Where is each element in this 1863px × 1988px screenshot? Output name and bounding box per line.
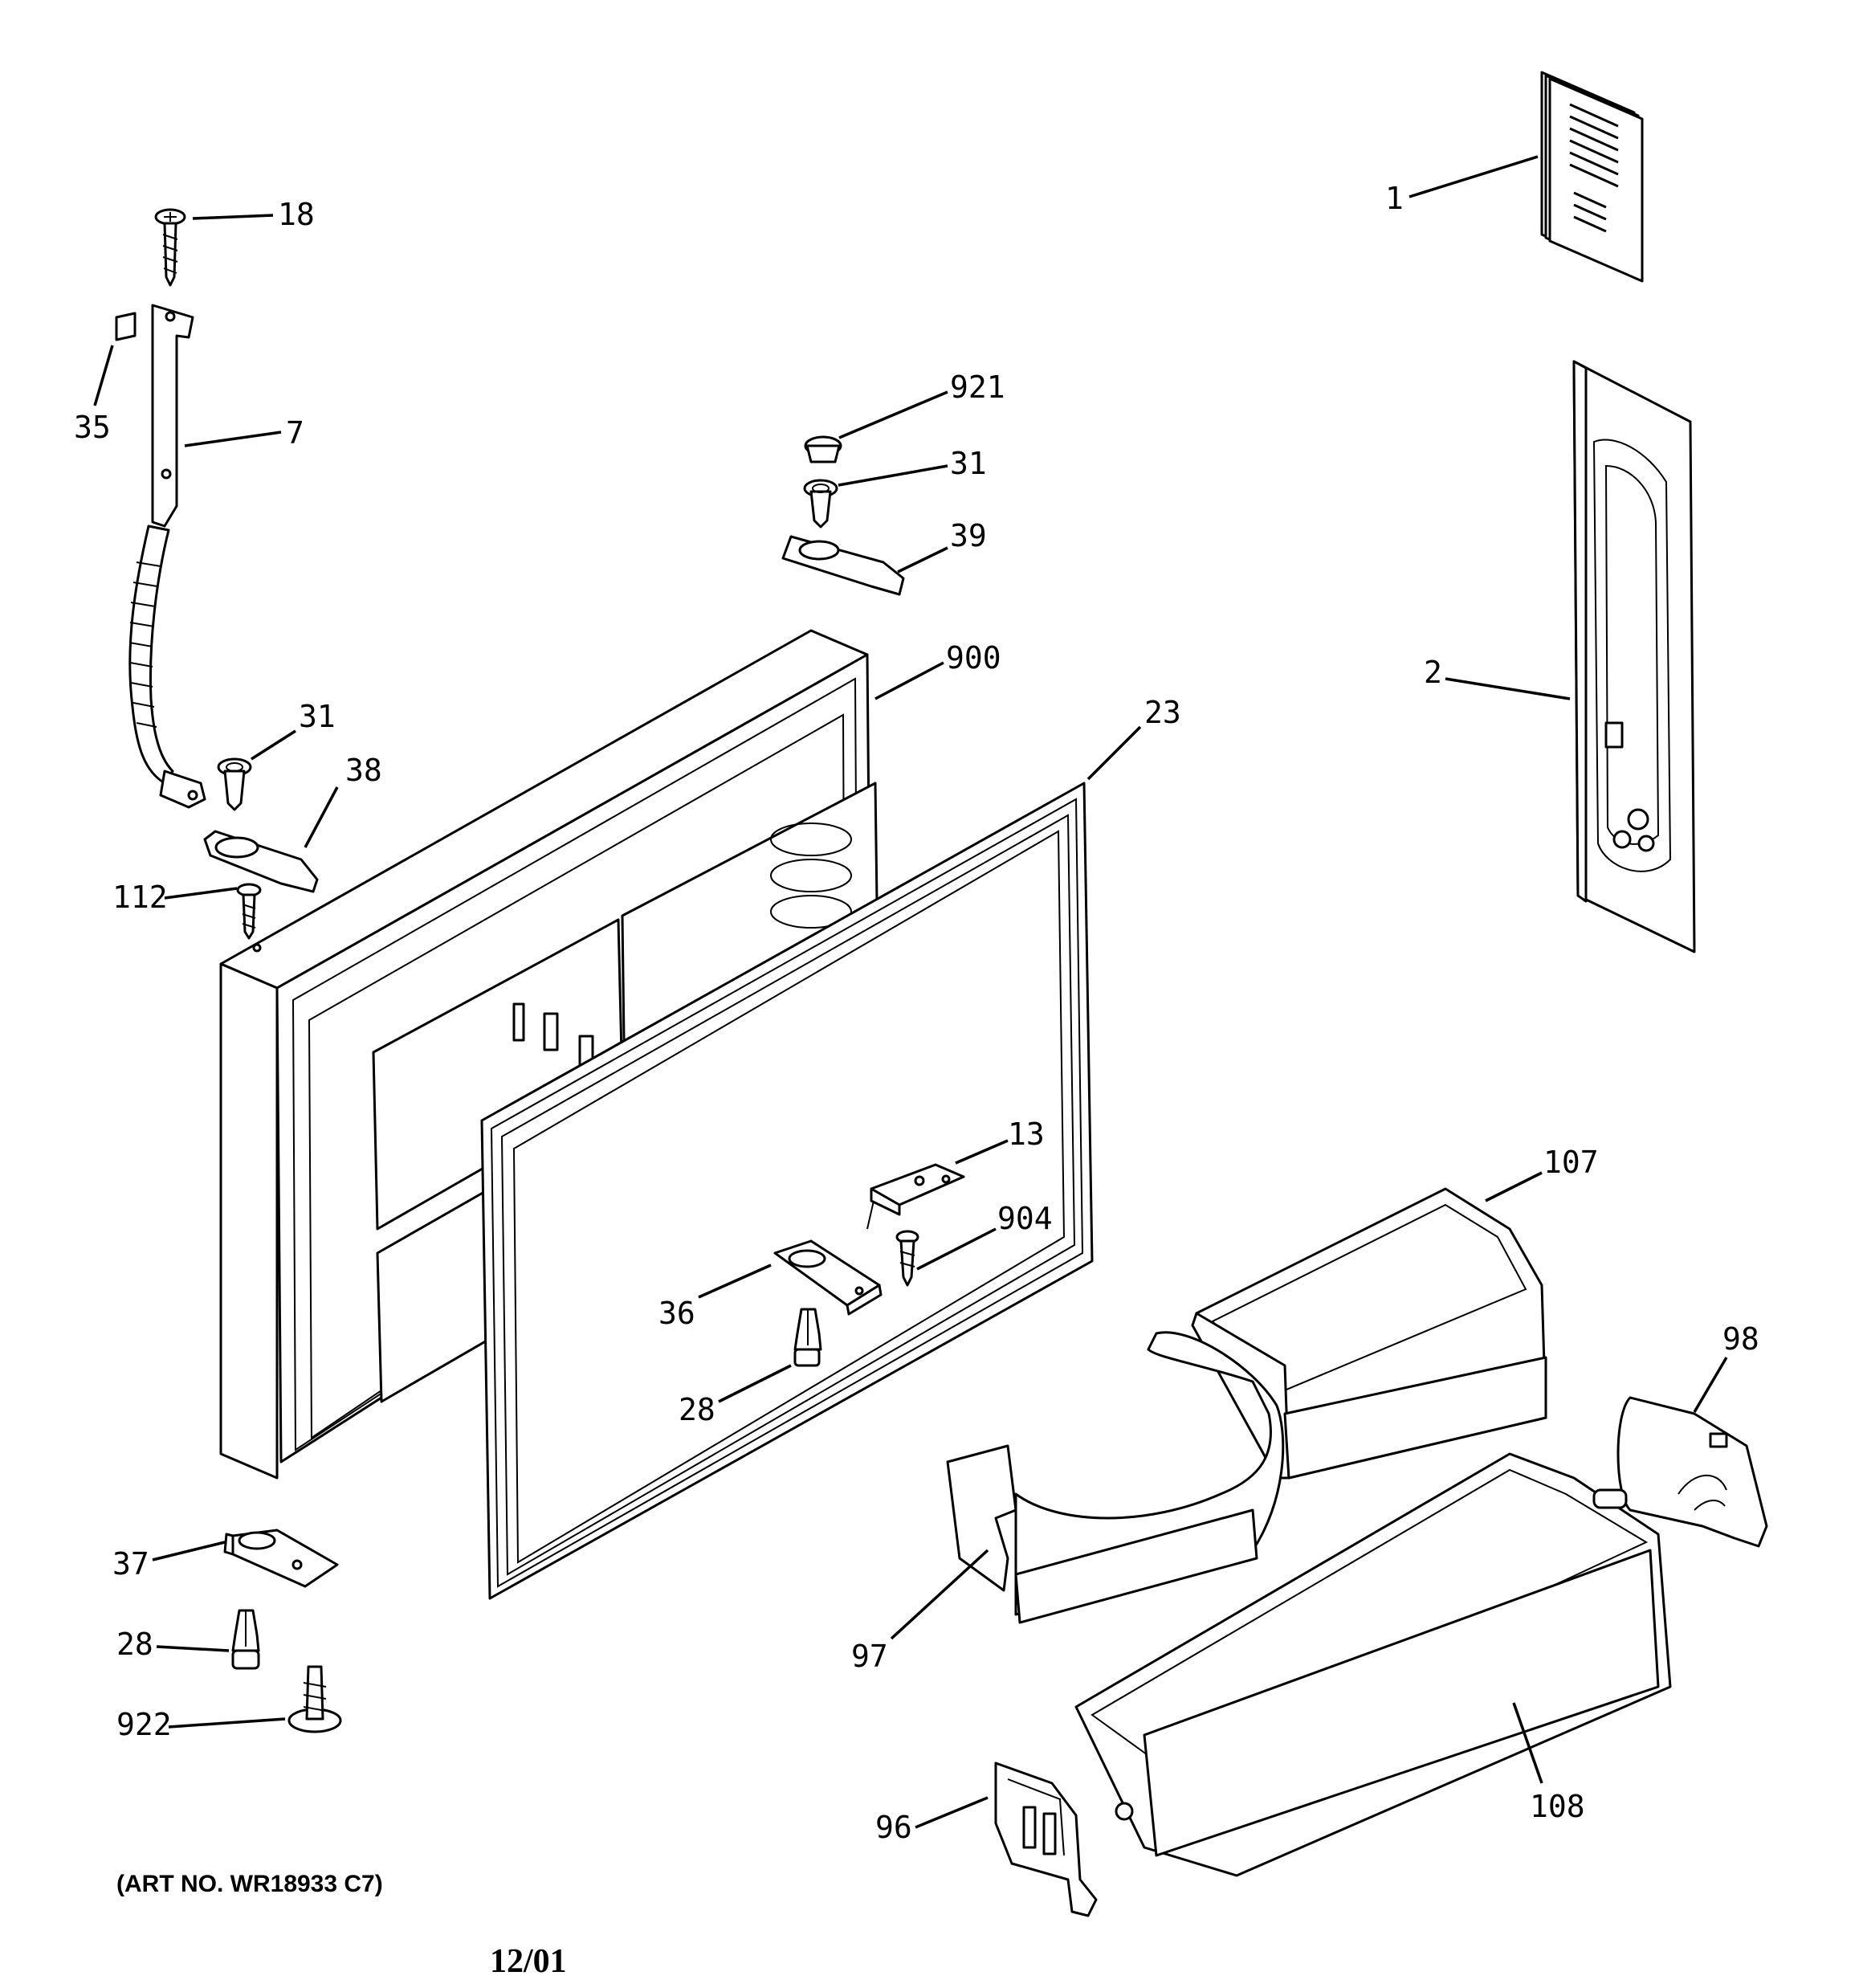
leader-2 (1445, 677, 1571, 700)
leader-28-low (156, 1645, 230, 1652)
part-36-bracket (773, 1239, 883, 1316)
leader-28-mid (718, 1364, 792, 1403)
part-97-bin (946, 1331, 1285, 1624)
part-108-bin (1074, 1452, 1672, 1877)
part-2-panel (1572, 360, 1696, 953)
callout-13: 13 (1008, 1116, 1045, 1152)
callout-31-left: 31 (299, 699, 336, 734)
callout-97: 97 (851, 1639, 888, 1674)
part-31-bushing-left (217, 757, 252, 811)
callout-96: 96 (875, 1810, 912, 1845)
leader-35 (93, 345, 114, 406)
callout-7: 7 (286, 415, 304, 451)
part-38-plate (203, 830, 319, 893)
callout-107: 107 (1543, 1145, 1599, 1180)
part-35-label (115, 312, 137, 341)
part-18-screw (154, 208, 186, 287)
leader-96 (915, 1796, 989, 1829)
part-39-plate (781, 535, 905, 596)
part-23-gasket (480, 782, 1094, 1600)
leader-31-top (838, 464, 948, 487)
leader-37 (152, 1541, 226, 1561)
leader-1 (1408, 155, 1539, 198)
callout-108: 108 (1530, 1789, 1585, 1824)
leader-900 (874, 661, 944, 700)
part-7-hinge (128, 304, 206, 809)
part-921-plug (804, 435, 842, 463)
leader-921 (838, 390, 948, 439)
callout-36: 36 (658, 1296, 695, 1331)
date-code: 12/01 (490, 1943, 567, 1980)
leader-904 (916, 1227, 997, 1271)
callout-921: 921 (950, 369, 1005, 405)
callout-23: 23 (1144, 695, 1181, 730)
callout-900: 900 (946, 640, 1001, 676)
leader-922 (168, 1717, 286, 1729)
leader-31-left (251, 729, 296, 761)
part-28-pin-mid (793, 1308, 822, 1367)
leader-98 (1693, 1357, 1728, 1413)
callout-98: 98 (1722, 1321, 1759, 1357)
callout-1: 1 (1385, 181, 1404, 216)
part-13-bracket (866, 1163, 965, 1230)
part-28-pin-low (231, 1609, 260, 1670)
part-112-screw (236, 883, 262, 940)
leader-38 (304, 786, 339, 848)
part-107-bin (1191, 1187, 1547, 1480)
leader-18 (192, 214, 274, 220)
leader-112 (164, 887, 238, 900)
part-96-endcap (994, 1761, 1098, 1917)
callout-2: 2 (1424, 655, 1442, 690)
part-922-pin (287, 1665, 342, 1733)
callout-37: 37 (112, 1546, 149, 1582)
callout-31-top: 31 (950, 446, 987, 481)
leader-7 (184, 431, 282, 447)
callout-28-low: 28 (116, 1627, 153, 1662)
callout-28-mid: 28 (679, 1392, 715, 1427)
part-904-screw (895, 1230, 919, 1287)
art-number: (ART NO. WR18933 C7) (116, 1871, 383, 1897)
leader-36 (698, 1263, 772, 1299)
leader-107 (1485, 1171, 1543, 1202)
callout-39: 39 (950, 518, 987, 553)
callout-18: 18 (278, 197, 315, 232)
part-1-booklet (1540, 71, 1644, 283)
callout-904: 904 (997, 1201, 1053, 1236)
leader-23 (1086, 725, 1142, 781)
leader-39 (897, 546, 948, 574)
leader-13 (955, 1139, 1009, 1165)
leader-108 (1512, 1702, 1543, 1784)
part-37-hinge (223, 1529, 339, 1588)
callout-112: 112 (112, 880, 168, 915)
callout-35: 35 (74, 410, 111, 445)
callout-38: 38 (345, 753, 382, 788)
leader-97 (890, 1549, 989, 1640)
callout-922: 922 (116, 1707, 172, 1742)
part-31-bushing-top (803, 479, 838, 529)
